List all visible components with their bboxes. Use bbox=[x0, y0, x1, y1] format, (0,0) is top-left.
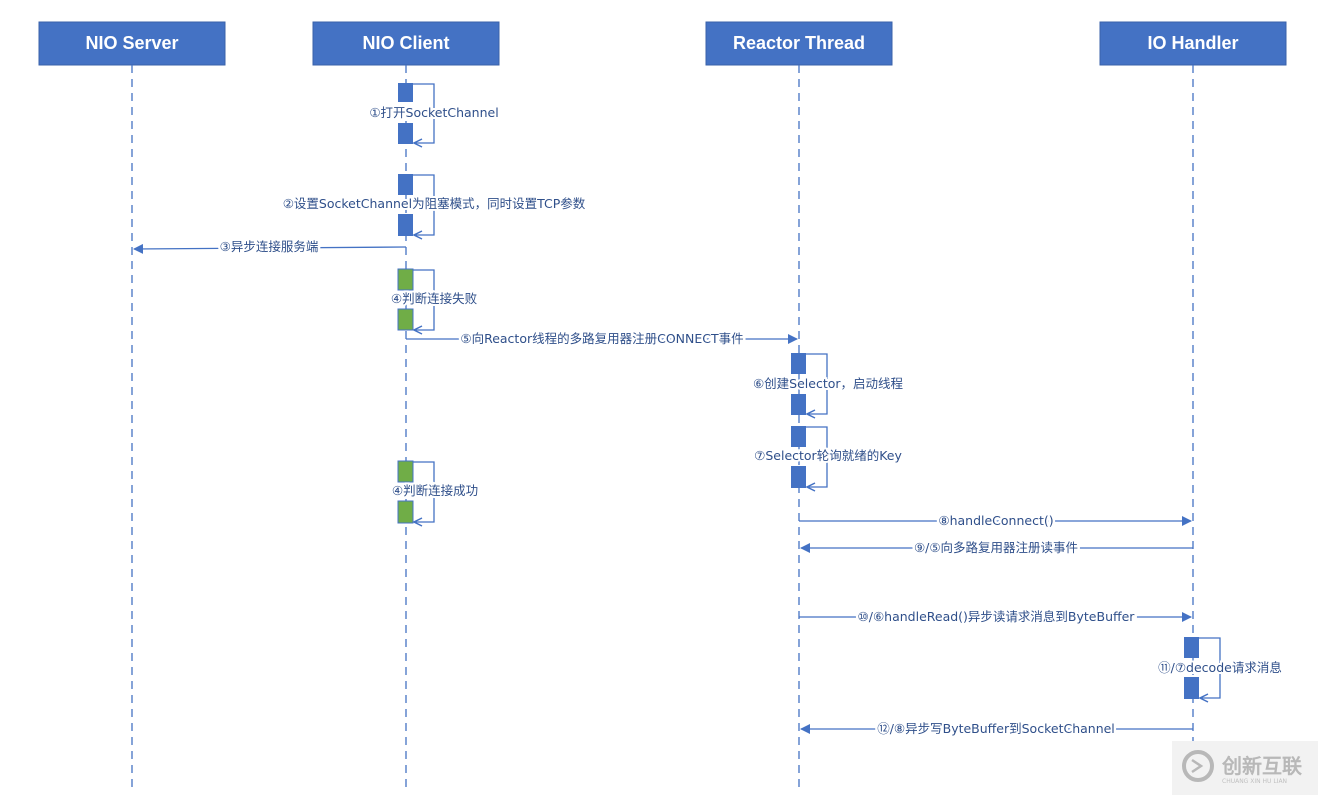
lifeline-title-nio-server: NIO Server bbox=[85, 33, 178, 53]
message-label-4b: ④判断连接成功 bbox=[392, 483, 478, 498]
activation-bar bbox=[398, 174, 413, 195]
message-label-9: ⑨/⑤向多路复用器注册读事件 bbox=[914, 540, 1078, 555]
activation-bar bbox=[791, 426, 806, 447]
logo-icon bbox=[1182, 750, 1214, 782]
message-label-10: ⑩/⑥handleRead()异步读请求消息到ByteBuffer bbox=[858, 609, 1136, 624]
watermark: 创新互联 CHUANG XIN HU LIAN bbox=[1172, 741, 1318, 795]
message-label-7: ⑦Selector轮询就绪的Key bbox=[754, 448, 902, 463]
lifeline-header-nio-server: NIO Server bbox=[38, 21, 226, 66]
self-message-connect-failed: ④判断连接失败 bbox=[389, 268, 480, 331]
lifeline-header-reactor-thread: Reactor Thread bbox=[705, 21, 893, 66]
message-label-5: ⑤向Reactor线程的多路复用器注册CONNECT事件 bbox=[460, 331, 743, 346]
message-async-connect: ③异步连接服务端 bbox=[133, 237, 407, 257]
activation-bar bbox=[397, 500, 414, 524]
message-handle-connect: ⑧handleConnect() bbox=[799, 511, 1192, 531]
watermark-subtitle: CHUANG XIN HU LIAN bbox=[1222, 778, 1287, 785]
message-label-6: ⑥创建Selector，启动线程 bbox=[753, 376, 904, 391]
activation-bar bbox=[791, 353, 806, 374]
message-register-connect: ⑤向Reactor线程的多路复用器注册CONNECT事件 bbox=[406, 329, 798, 349]
message-label-4a: ④判断连接失败 bbox=[391, 291, 478, 306]
message-label-11: ⑪/⑦decode请求消息 bbox=[1158, 660, 1282, 675]
activation-bar bbox=[1184, 637, 1199, 658]
self-message-create-selector: ⑥创建Selector，启动线程 bbox=[751, 353, 906, 415]
message-label-8: ⑧handleConnect() bbox=[938, 513, 1053, 528]
message-label-1: ①打开SocketChannel bbox=[369, 105, 498, 120]
lifeline-title-reactor-thread: Reactor Thread bbox=[733, 33, 865, 53]
activation-bar bbox=[398, 83, 413, 102]
message-register-read: ⑨/⑤向多路复用器注册读事件 bbox=[800, 538, 1193, 558]
message-label-12: ⑫/⑧异步写ByteBuffer到SocketChannel bbox=[877, 721, 1115, 736]
activation-bar bbox=[397, 308, 414, 331]
lifeline-title-io-handler: IO Handler bbox=[1147, 33, 1238, 53]
self-message-connect-success: ④判断连接成功 bbox=[390, 460, 480, 524]
self-message-open-channel: ①打开SocketChannel bbox=[367, 83, 501, 144]
message-label-3: ③异步连接服务端 bbox=[220, 239, 319, 254]
activation-bar bbox=[791, 394, 806, 415]
self-message-decode: ⑪/⑦decode请求消息 bbox=[1156, 637, 1284, 699]
activation-bar bbox=[397, 268, 414, 291]
activation-bar bbox=[791, 466, 806, 488]
activation-bar bbox=[397, 460, 414, 483]
watermark-title: 创新互联 bbox=[1221, 754, 1302, 778]
lifeline-header-io-handler: IO Handler bbox=[1099, 21, 1287, 66]
message-label-2: ②设置SocketChannel为阻塞模式，同时设置TCP参数 bbox=[283, 196, 586, 211]
activation-bar bbox=[398, 123, 413, 144]
activation-bar bbox=[398, 214, 413, 236]
lifeline-title-nio-client: NIO Client bbox=[362, 33, 449, 53]
lifeline-header-nio-client: NIO Client bbox=[312, 21, 500, 66]
self-message-configure-channel: ②设置SocketChannel为阻塞模式，同时设置TCP参数 bbox=[281, 174, 588, 236]
self-message-selector-poll: ⑦Selector轮询就绪的Key bbox=[752, 426, 904, 488]
message-async-write: ⑫/⑧异步写ByteBuffer到SocketChannel bbox=[800, 719, 1193, 739]
activation-bar bbox=[1184, 677, 1199, 699]
message-handle-read: ⑩/⑥handleRead()异步读请求消息到ByteBuffer bbox=[799, 607, 1192, 627]
